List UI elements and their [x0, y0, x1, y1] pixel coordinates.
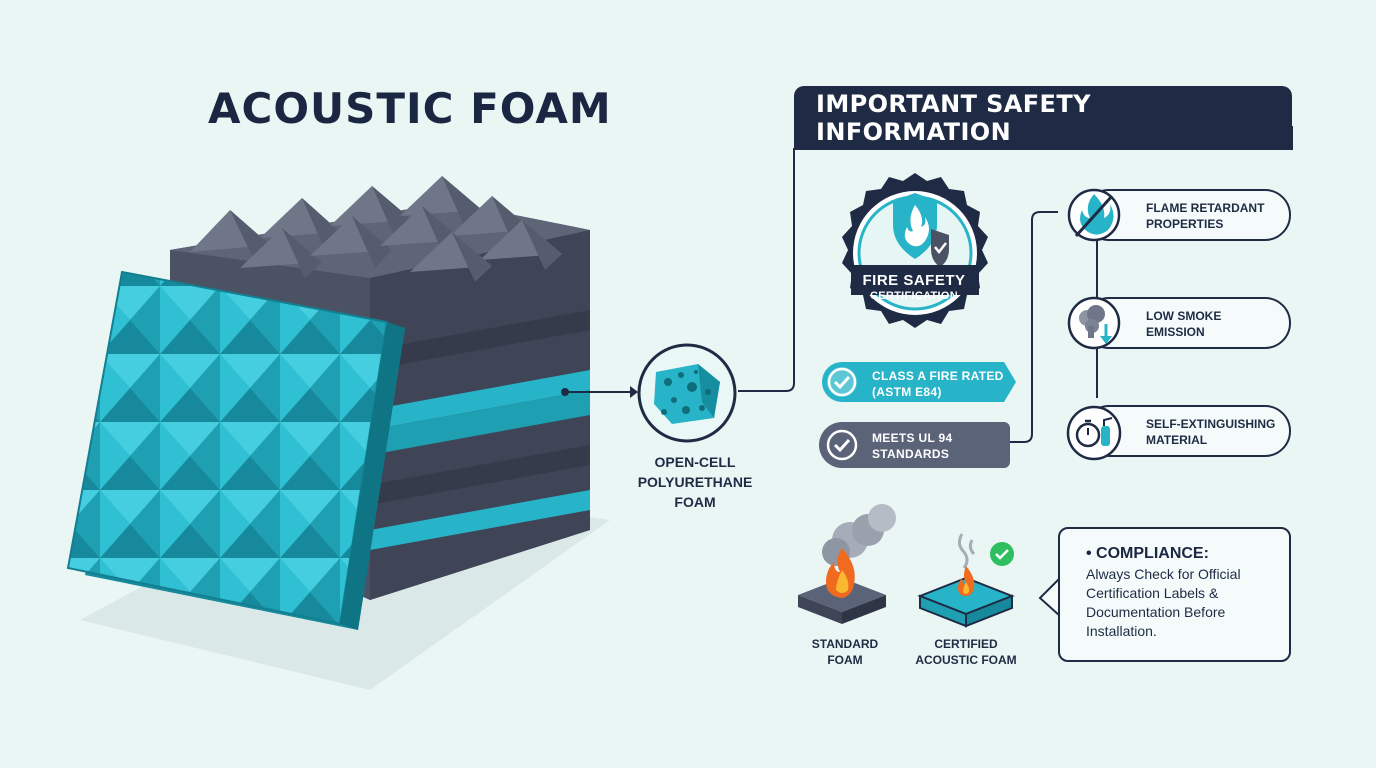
feature-self-extinguishing [1066, 405, 1291, 461]
compliance-line2: Certification Labels & [1086, 585, 1219, 601]
ul94-rating-text: MEETS UL 94 STANDARDS [872, 430, 952, 462]
comparison-2-line1: CERTIFIED [934, 637, 998, 651]
page-title: ACOUSTIC FOAM [208, 84, 612, 133]
timer-extinguisher-icon [1075, 417, 1113, 448]
rating-1-line1: CLASS A FIRE RATED [872, 369, 1004, 383]
rating-2-line1: MEETS UL 94 [872, 431, 953, 445]
rating-1-line2: (ASTM E84) [872, 385, 942, 399]
certified-foam-label: CERTIFIED ACOUSTIC FOAM [906, 636, 1026, 668]
class-a-rating-pill [822, 362, 1016, 402]
standard-foam-label: STANDARD FOAM [790, 636, 900, 668]
compliance-line3: Documentation Before [1086, 604, 1226, 620]
standard-foam-illustration [798, 504, 896, 624]
badge-line1: FIRE SAFETY [862, 272, 966, 289]
small-flame-icon [958, 566, 975, 596]
feature-2-line1: LOW SMOKE [1146, 309, 1222, 323]
feature-connector [1010, 211, 1058, 443]
check-icon [833, 438, 851, 453]
comparison-2-line2: ACOUSTIC FOAM [915, 653, 1017, 667]
feature-low-smoke [1067, 296, 1291, 350]
open-cell-foam-magnifier [637, 343, 737, 443]
safety-panel-frame [1291, 126, 1293, 150]
ul94-rating-pill [819, 422, 1010, 468]
compliance-callout: • COMPLIANCE: Always Check for Official … [1058, 527, 1291, 662]
feature-1-line1: FLAME RETARDANT [1146, 201, 1265, 215]
feature-2-text: LOW SMOKE EMISSION [1146, 308, 1221, 340]
fire-safety-badge [842, 173, 988, 328]
cell-label-line3: FOAM [674, 494, 716, 510]
comparison-1-line2: FOAM [827, 653, 863, 667]
feature-1-line2: PROPERTIES [1146, 217, 1224, 231]
check-icon [995, 549, 1009, 560]
certified-foam-illustration [917, 533, 1015, 628]
check-icon [833, 375, 851, 390]
compliance-line1: Always Check for Official [1086, 566, 1241, 582]
rating-2-line2: STANDARDS [872, 447, 950, 461]
cell-label-line1: OPEN-CELL [654, 454, 736, 470]
badge-text-2: CERTIFICATION [844, 290, 984, 302]
feature-flame-retardant [1067, 188, 1291, 242]
feature-3-line2: MATERIAL [1146, 433, 1208, 447]
smoke-icon [1079, 305, 1112, 344]
compliance-heading: • COMPLIANCE: [1086, 545, 1209, 562]
compliance-body: Always Check for Official Certification … [1086, 565, 1277, 641]
compliance-line4: Installation. [1086, 623, 1157, 639]
feature-3-text: SELF-EXTINGUISHING MATERIAL [1146, 416, 1275, 448]
feature-3-line1: SELF-EXTINGUISHING [1146, 417, 1276, 431]
teal-foam-panel [66, 270, 405, 630]
pointer-arrow [566, 386, 638, 398]
acoustic-foam-illustration [66, 176, 610, 690]
no-flame-icon [1074, 194, 1114, 238]
safety-panel-heading: IMPORTANT SAFETY INFORMATION [794, 86, 1292, 150]
feature-1-text: FLAME RETARDANT PROPERTIES [1146, 200, 1264, 232]
class-a-rating-text: CLASS A FIRE RATED (ASTM E84) [872, 368, 1004, 400]
panel-connector [738, 148, 795, 392]
comparison-1-line1: STANDARD [811, 637, 879, 651]
feature-2-line2: EMISSION [1146, 325, 1205, 339]
open-cell-foam-label: OPEN-CELL POLYURETHANE FOAM [600, 452, 790, 512]
badge-line2: CERTIFICATION [869, 290, 959, 302]
badge-text: FIRE SAFETY [844, 272, 984, 289]
cell-label-line2: POLYURETHANE [637, 474, 753, 490]
